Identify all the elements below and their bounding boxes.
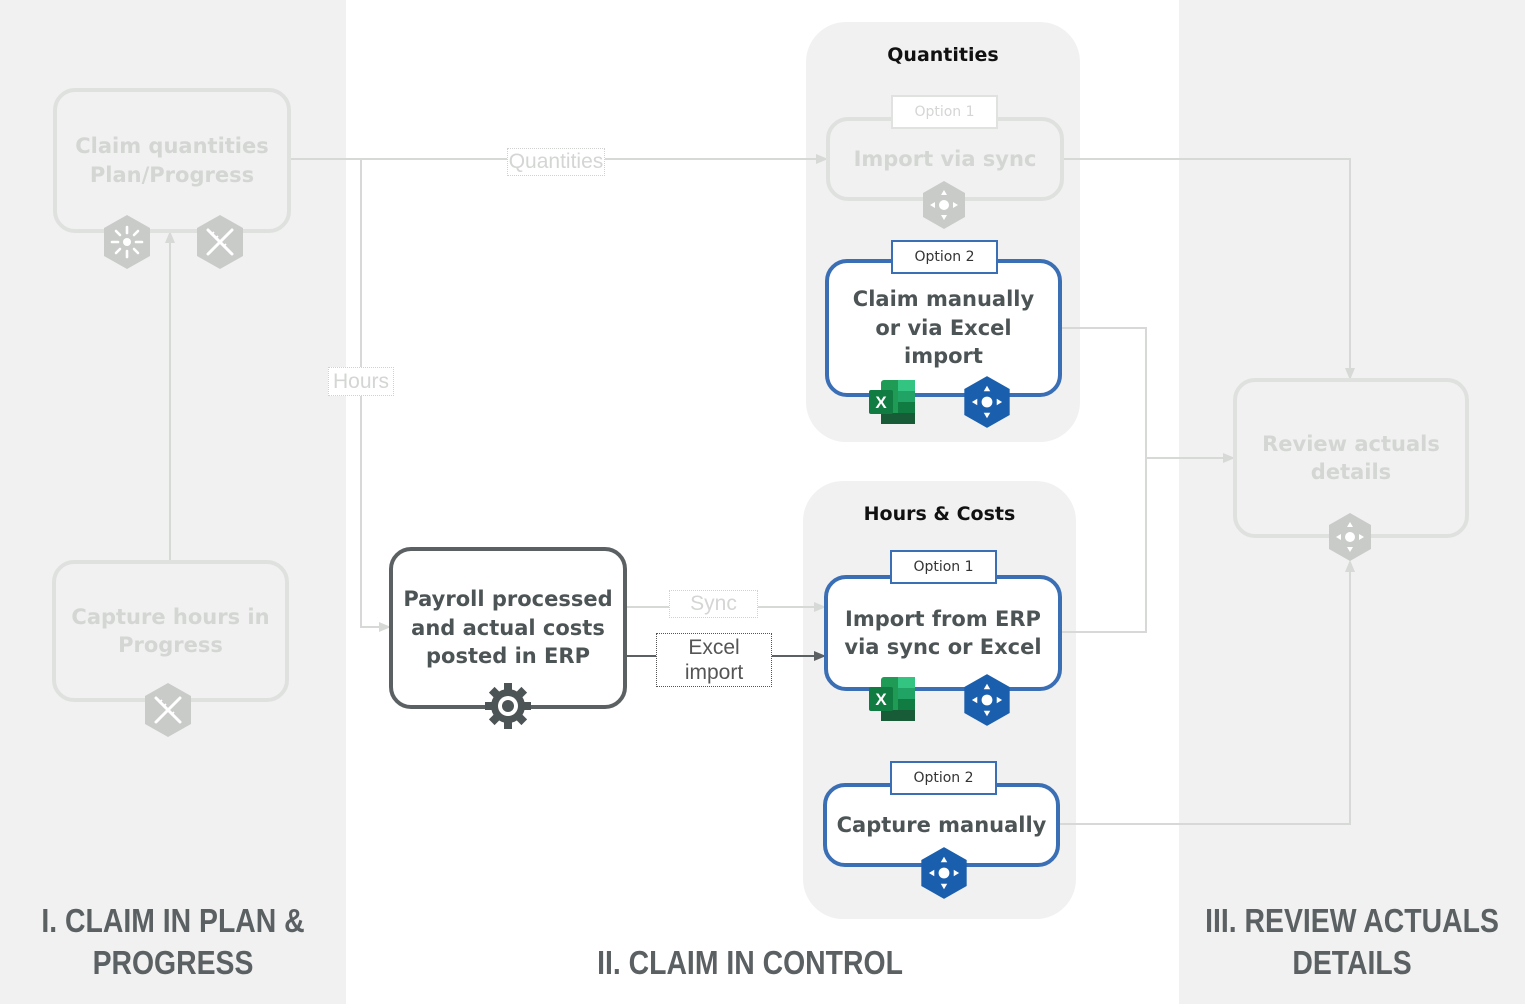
navigator-hex-icon <box>964 376 1010 428</box>
gear-icon <box>485 683 531 729</box>
node-payroll: Payroll processed and actual costs poste… <box>389 547 627 709</box>
edge-label-sync: Sync <box>669 590 758 618</box>
navigator-hex-icon <box>923 181 965 229</box>
svg-text:X: X <box>875 393 887 412</box>
node-claim-quantities: Claim quantities Plan/Progress <box>53 88 291 233</box>
group-title-quantities: Quantities <box>887 44 999 66</box>
section-label-plan-progress: I. CLAIM IN PLAN & PROGRESS <box>41 902 305 981</box>
navigator-hex-icon <box>1329 513 1371 561</box>
navigator-hex-icon <box>921 847 967 899</box>
svg-text:X: X <box>875 690 887 709</box>
excel-icon: X <box>869 380 915 424</box>
node-import-erp: Import from ERP via sync or Excel <box>824 575 1062 691</box>
node-claim-manually: Claim manually or via Excel import <box>825 259 1062 397</box>
ruler-pencil-hex-icon <box>197 215 243 269</box>
section-label-review: III. REVIEW ACTUALS DETAILS <box>1205 902 1499 981</box>
edge-label-quantities: Quantities <box>507 148 605 176</box>
tag-quantities-option1: Option 1 <box>891 95 998 129</box>
edge-label-excel-import: Excel import <box>656 633 772 687</box>
tag-quantities-option2: Option 2 <box>891 240 998 274</box>
tag-hours-option2: Option 2 <box>890 761 997 795</box>
section-label-control: II. CLAIM IN CONTROL <box>597 944 903 981</box>
group-title-hours-costs: Hours & Costs <box>863 503 1016 525</box>
tag-hours-option1: Option 1 <box>890 550 997 584</box>
sun-burst-hex-icon <box>104 215 150 269</box>
edge-label-hours: Hours <box>328 367 394 396</box>
navigator-hex-icon <box>964 674 1010 726</box>
excel-icon: X <box>869 677 915 721</box>
ruler-pencil-hex-icon <box>145 683 191 737</box>
